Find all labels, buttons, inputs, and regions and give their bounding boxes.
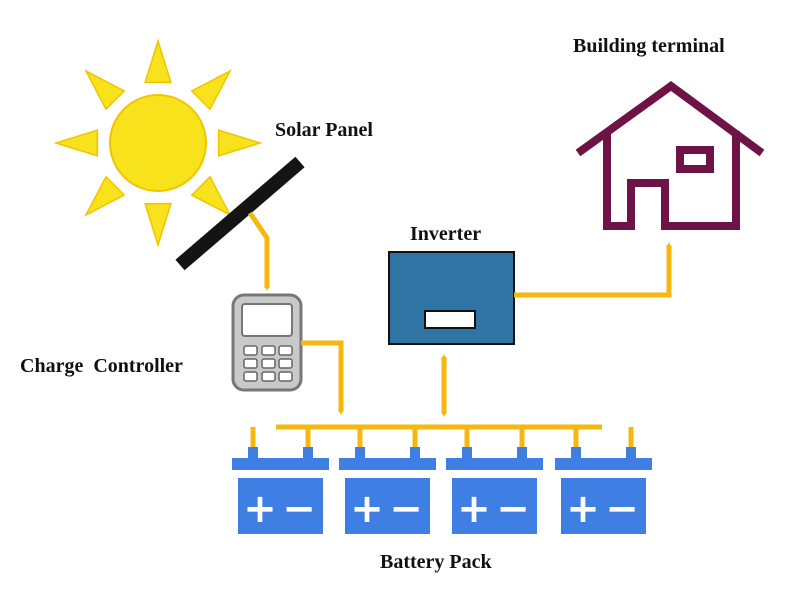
charge-controller-icon (231, 293, 303, 392)
keypad-key (278, 371, 293, 382)
battery-terminal-positive (571, 447, 581, 459)
inverter-box (388, 251, 515, 345)
wire-controller-to-bus (301, 340, 344, 415)
sun-ray (53, 129, 99, 157)
battery-terminal-positive (355, 447, 365, 459)
battery-body (238, 478, 323, 534)
solar-panel-label: Solar Panel (275, 119, 373, 141)
house-walls (603, 131, 740, 230)
keypad-key (278, 345, 293, 356)
battery-plus-symbol: + (566, 486, 600, 532)
keypad-key (243, 358, 258, 369)
house-icon (575, 81, 765, 230)
battery-icon: +− (232, 447, 329, 534)
solar-panel-icon (175, 156, 305, 271)
inverter-display (424, 310, 476, 329)
charge-controller-label: Charge Controller (20, 355, 183, 377)
battery-plus-symbol: + (243, 486, 277, 532)
sun-ray (190, 175, 232, 217)
sun-ray (84, 69, 126, 111)
keypad-key (243, 345, 258, 356)
sun-rays (53, 38, 263, 248)
battery-minus-symbol: − (389, 486, 423, 532)
battery-terminal-negative (517, 447, 527, 459)
battery-top (232, 458, 329, 470)
inverter-label: Inverter (410, 223, 481, 245)
battery-minus-symbol: − (282, 486, 316, 532)
battery-top (555, 458, 652, 470)
battery-top (339, 458, 436, 470)
wire-panel-to-controller (247, 211, 270, 291)
keypad-key (261, 345, 276, 356)
battery-body (345, 478, 430, 534)
battery-plus-symbol: + (350, 486, 384, 532)
battery-terminal-positive (462, 447, 472, 459)
battery-icon: +− (339, 447, 436, 534)
sun-ray (144, 202, 172, 248)
keypad-key (261, 358, 276, 369)
sun-icon (53, 38, 263, 248)
battery-body (452, 478, 537, 534)
battery-terminal-negative (410, 447, 420, 459)
battery-bus-wires (250, 424, 634, 449)
charge-controller-keypad (243, 345, 293, 382)
house-roof (575, 81, 765, 157)
sun-ray (190, 69, 232, 111)
battery-bus-drops (250, 427, 634, 449)
keypad-key (278, 358, 293, 369)
battery-terminal-negative (626, 447, 636, 459)
battery-top (446, 458, 543, 470)
sun-core (109, 94, 207, 192)
house-window (676, 146, 714, 173)
battery-plus-symbol: + (457, 486, 491, 532)
battery-icon: +− (555, 447, 652, 534)
sun-ray (144, 38, 172, 84)
battery-minus-symbol: − (496, 486, 530, 532)
keypad-key (243, 371, 258, 382)
keypad-key (261, 371, 276, 382)
battery-pack-label: Battery Pack (380, 551, 493, 573)
battery-terminal-negative (303, 447, 313, 459)
battery-minus-symbol: − (605, 486, 639, 532)
battery-terminal-positive (248, 447, 258, 459)
wire-inverter-to-house (514, 242, 672, 298)
battery-body (561, 478, 646, 534)
charge-controller-screen (241, 303, 293, 337)
battery-pack: +−+−+−+− (232, 447, 652, 534)
sun-ray (217, 129, 263, 157)
battery-icon: +− (446, 447, 543, 534)
inverter-icon (388, 251, 515, 345)
building-terminal-label: Building terminal (573, 35, 725, 57)
sun-ray (84, 175, 126, 217)
